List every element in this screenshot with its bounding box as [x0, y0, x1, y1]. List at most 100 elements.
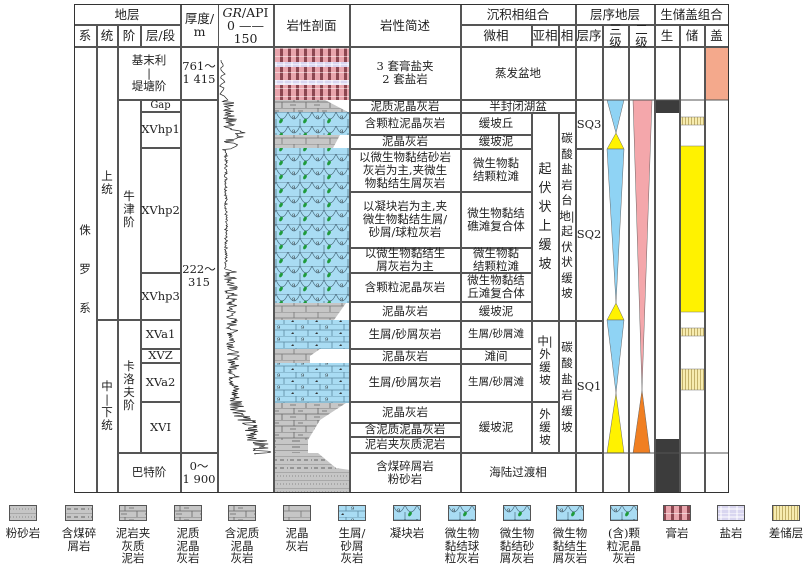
- legend-label: 含煤碎 屑岩: [61, 526, 97, 553]
- header-sequence: 层序: [575, 24, 603, 47]
- header-litho-desc: 岩性简述: [349, 3, 461, 47]
- source-track: [654, 46, 680, 493]
- microfacies-cell: 生屑/砂屑滩: [460, 320, 532, 349]
- legend-item-coal-clastic: 含煤碎 屑岩: [51, 505, 107, 552]
- litho-desc-row: 泥晶灰岩: [349, 401, 461, 423]
- member-xvhp1: XVhp1: [140, 111, 181, 148]
- header-facies-group: 沉积相组合: [460, 3, 576, 25]
- legend-item-grain-micrite: (含)颗 粒泥晶 灰岩: [596, 505, 652, 565]
- header-source: 生: [654, 24, 680, 47]
- subfacies-upper-ramp: 起伏状上缓坡: [531, 112, 559, 321]
- gr-label: GR: [222, 4, 242, 20]
- stage-oxfordian: 牛 津 阶: [117, 99, 141, 320]
- facies-platform-ramp: 碳酸盐岩台地|起伏状缓坡: [558, 112, 576, 321]
- microfacies-cell: 海陆过渡相: [460, 452, 576, 493]
- lithology-column: [274, 47, 350, 493]
- header-seal: 盖: [704, 24, 729, 47]
- legend-label: 微生物 黏结砂 屑灰岩: [499, 526, 535, 565]
- thickness-oxf-callovian: 222～ 315: [180, 99, 218, 453]
- microbial-pellet-icon: [448, 505, 476, 521]
- legend-label: 泥晶 灰岩: [285, 526, 309, 553]
- gr-log-curve: [219, 59, 272, 455]
- series-mid-lower: 中 | 下 统: [96, 319, 118, 493]
- litho-desc-row: 以微生物黏结生 屑灰岩为主: [349, 247, 461, 273]
- gr-unit: /API: [241, 4, 269, 20]
- microfacies-cell: 微生物黏 结颗粒滩: [460, 247, 532, 273]
- microfacies-cell: 半封闭湖盆: [460, 99, 576, 113]
- litho-desc-row: 泥晶灰岩: [349, 348, 461, 364]
- legend-label: (含)颗 粒泥晶 灰岩: [606, 526, 642, 565]
- header-facies: 相: [558, 24, 576, 47]
- microfacies-cell: 微生物黏结 礁滩复合体: [460, 191, 532, 248]
- argillaceous-micrite-icon: [174, 505, 202, 521]
- thrombolite-icon: [393, 505, 421, 521]
- header-src-res-seal: 生储盖组合: [654, 3, 729, 25]
- microfacies-cell: 缓坡泥: [460, 134, 532, 149]
- header-subfacies: 亚相: [531, 24, 559, 47]
- header-reservoir: 储: [679, 24, 705, 47]
- legend-item-gypsum: 膏岩: [649, 505, 705, 540]
- header-system: 系: [73, 24, 97, 47]
- microfacies-cell: 缓坡泥: [460, 401, 532, 453]
- subfacies-mid-outer-ramp: 中|外缓坡: [531, 320, 559, 402]
- litho-profile-track: [273, 46, 350, 493]
- seal-track: [704, 46, 729, 493]
- sequence-blank: [575, 452, 603, 493]
- microbial-limestone-interval: [274, 148, 350, 303]
- thickness-kimmeridgian: 761～ 1 415: [180, 46, 218, 100]
- legend-label: 膏岩: [665, 526, 689, 540]
- mudstone-calc-icon: [119, 505, 147, 521]
- sequence-sq1: SQ1: [575, 320, 603, 453]
- litho-desc-row: 以凝块岩为主,夹 微生物黏结生屑/ 砂屑/球粒灰岩: [349, 191, 461, 248]
- legend-item-arg-bearing-micrite: 含泥质 泥晶 灰岩: [214, 505, 270, 565]
- microfacies-cell: 微生物黏结 丘滩复合体: [460, 272, 532, 302]
- coal-clastic-icon: [65, 505, 93, 521]
- microfacies-cell: 蒸发盆地: [460, 46, 576, 100]
- header-series: 统: [96, 24, 118, 47]
- arg-bearing-micrite-icon: [228, 505, 256, 521]
- series-upper: 上 统: [96, 46, 118, 320]
- litho-desc-row: 泥质泥晶灰岩: [349, 99, 461, 113]
- header-member: 层/段: [140, 24, 181, 47]
- siltstone-icon: [9, 505, 37, 521]
- seal-bar: [705, 47, 729, 100]
- litho-desc-row: 3 套膏盐夹 2 套盐岩: [349, 46, 461, 100]
- legend-item-microbial-pellet: 微生物 黏结球 粒灰岩: [434, 505, 490, 565]
- salt-icon: [717, 505, 745, 521]
- litho-desc-row: 泥晶灰岩: [349, 134, 461, 149]
- litho-desc-row: 含泥质泥晶灰岩: [349, 422, 461, 437]
- stage-kimmeridgian-tithonian: 基末利 | 堤塘阶: [117, 46, 181, 100]
- legend-item-thrombolite: 凝块岩: [379, 505, 435, 540]
- legend-label: 盐岩: [719, 526, 743, 540]
- system-jurassic: 侏 罗 系: [73, 46, 97, 493]
- legend-label: 微生物 黏结生 屑灰岩: [552, 526, 588, 565]
- member-gap: Gap: [140, 99, 181, 112]
- legend-label: 泥质 泥晶 灰岩: [176, 526, 200, 565]
- litho-desc-row: 以微生物黏结砂岩 灰岩为主,夹微生 物黏结生屑灰岩: [349, 148, 461, 192]
- grain-micrite-icon: [610, 505, 638, 521]
- gr-log-track: [217, 46, 274, 493]
- third-order-track: [602, 46, 629, 493]
- litho-desc-row: 生屑/砂屑灰岩: [349, 320, 461, 349]
- header-microfacies: 微相: [460, 24, 532, 47]
- argillaceous-micrite-bed: [274, 100, 348, 112]
- sequence-sq2: SQ2: [575, 148, 603, 321]
- sequence-blank: [575, 46, 603, 100]
- member-xvz: XVZ: [140, 348, 181, 363]
- sequence-sq3: SQ3: [575, 99, 603, 149]
- grain-micrite-bed: [274, 112, 350, 135]
- member-xvhp3: XVhp3: [140, 272, 181, 320]
- member-xva2: XVa2: [140, 362, 181, 402]
- litho-desc-row: 泥岩夹灰质泥岩: [349, 436, 461, 453]
- microfacies-cell: 生屑/砂屑滩: [460, 363, 532, 402]
- legend-label: 差储层: [768, 526, 804, 540]
- poor-reservoir-icon: [772, 505, 800, 521]
- litho-desc-row: 含煤碎屑岩 粉砂岩: [349, 452, 461, 493]
- legend-item-salt: 盐岩: [703, 505, 759, 540]
- microbial-sand-icon: [503, 505, 531, 521]
- legend-item-argillaceous-micrite: 泥质 泥晶 灰岩: [160, 505, 216, 565]
- header-stage: 阶: [117, 24, 141, 47]
- legend-label: 泥岩夹 灰质 泥岩: [115, 526, 151, 565]
- legend-item-micrite: 泥晶 灰岩: [269, 505, 325, 552]
- bioclastic-limestone-bed: [274, 320, 350, 349]
